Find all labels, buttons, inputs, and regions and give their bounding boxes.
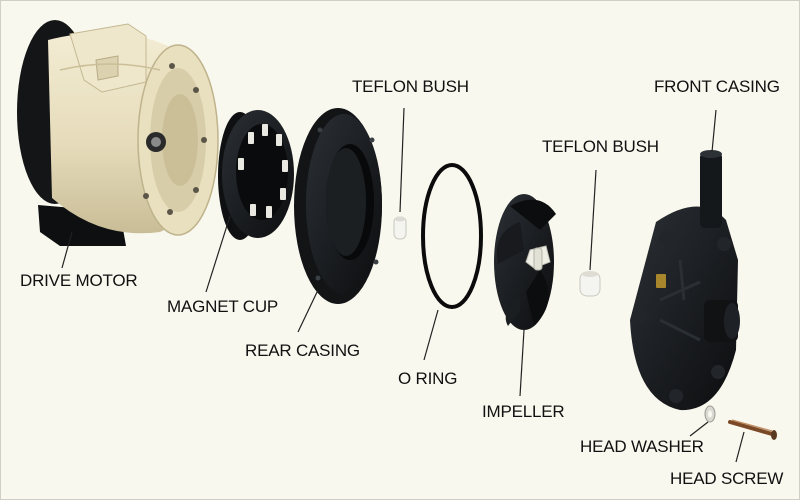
- teflon-bush-2: [579, 271, 601, 297]
- front-casing: [630, 150, 740, 411]
- label-head-screw: HEAD SCREW: [670, 469, 784, 488]
- label-impeller: IMPELLER: [482, 402, 565, 421]
- label-teflon-bush-1: TEFLON BUSH: [352, 77, 469, 96]
- teflon-bush-1: [393, 216, 407, 240]
- head-washer: [704, 405, 716, 423]
- impeller: [494, 194, 556, 330]
- leader-lines: [61, 107, 745, 463]
- magnet-cup: [218, 110, 294, 240]
- label-rear-casing: REAR CASING: [245, 341, 360, 360]
- label-drive-motor: DRIVE MOTOR: [20, 271, 138, 290]
- label-o-ring: O RING: [398, 369, 458, 388]
- o-ring: [421, 163, 483, 309]
- label-teflon-bush-2: TEFLON BUSH: [542, 137, 659, 156]
- label-magnet-cup: MAGNET CUP: [167, 297, 279, 316]
- label-head-washer: HEAD WASHER: [580, 437, 704, 456]
- drive-motor: [17, 20, 219, 246]
- head-screw: [728, 419, 777, 440]
- rear-casing: [294, 108, 382, 304]
- label-front-casing: FRONT CASING: [654, 77, 780, 96]
